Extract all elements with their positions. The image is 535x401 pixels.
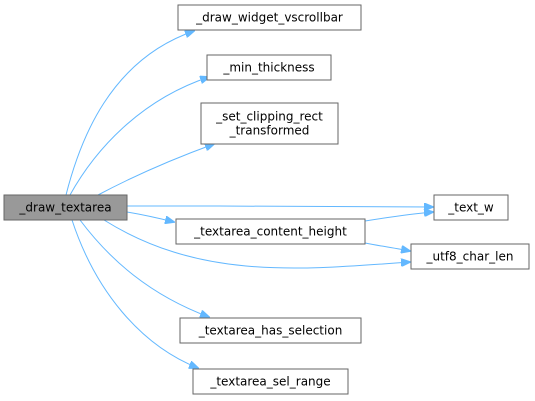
nodes-layer: _draw_textarea _draw_widget_vscrollbar _mi… (3, 4, 530, 395)
edge-draw-textarea-to-min-thickness (69, 77, 209, 196)
node-min-thickness[interactable]: _min_thickness (206, 54, 332, 81)
node-box (177, 4, 362, 31)
node-textarea-sel-range[interactable]: _textarea_sel_range (192, 368, 349, 395)
node-label: _min_thickness (222, 61, 314, 75)
node-label: _utf8_char_len (426, 250, 514, 264)
node-label: _text_w (447, 201, 494, 215)
edge-draw-textarea-to-textarea-content-height (126, 211, 174, 222)
node-box (192, 368, 349, 395)
node-box (410, 243, 530, 270)
edges-layer (65, 31, 433, 368)
node-box (175, 218, 366, 245)
edge-draw-textarea-to-draw-widget-vscrollbar (65, 31, 194, 196)
edge-draw-textarea-to-textarea-has-selection (79, 219, 209, 317)
node-label: _draw_textarea (18, 201, 111, 215)
node-box (179, 317, 362, 344)
node-label: _set_clipping_rect (215, 110, 323, 124)
edge-textarea-content-height-to-utf8-char-len (364, 242, 410, 251)
node-label: _textarea_has_selection (198, 324, 343, 338)
node-textarea-has-selection[interactable]: _textarea_has_selection (179, 317, 362, 344)
edge-textarea-content-height-to-text-w (364, 212, 433, 222)
edge-draw-textarea-to-textarea-sel-range (71, 219, 198, 368)
edge-draw-textarea-to-set-clipping-rect-transformed (97, 144, 214, 196)
node-label: _textarea_content_height (193, 225, 347, 239)
edge-draw-textarea-to-text-w (126, 206, 433, 207)
node-set-clipping-rect-transformed[interactable]: _set_clipping_rect_transformed (200, 102, 339, 145)
node-box (206, 54, 332, 81)
node-box (433, 194, 509, 221)
node-utf8-char-len[interactable]: _utf8_char_len (410, 243, 530, 270)
node-textarea-content-height[interactable]: _textarea_content_height (175, 218, 366, 245)
node-label: _transformed (229, 124, 310, 138)
node-draw-textarea[interactable]: _draw_textarea (3, 194, 128, 221)
node-draw-widget-vscrollbar[interactable]: _draw_widget_vscrollbar (177, 4, 362, 31)
node-label: _textarea_sel_range (209, 375, 330, 389)
node-box (200, 102, 339, 145)
node-label: _draw_widget_vscrollbar (195, 11, 343, 25)
edge-draw-textarea-to-utf8-char-len (103, 219, 410, 269)
node-text-w[interactable]: _text_w (433, 194, 509, 221)
node-box (3, 194, 128, 221)
